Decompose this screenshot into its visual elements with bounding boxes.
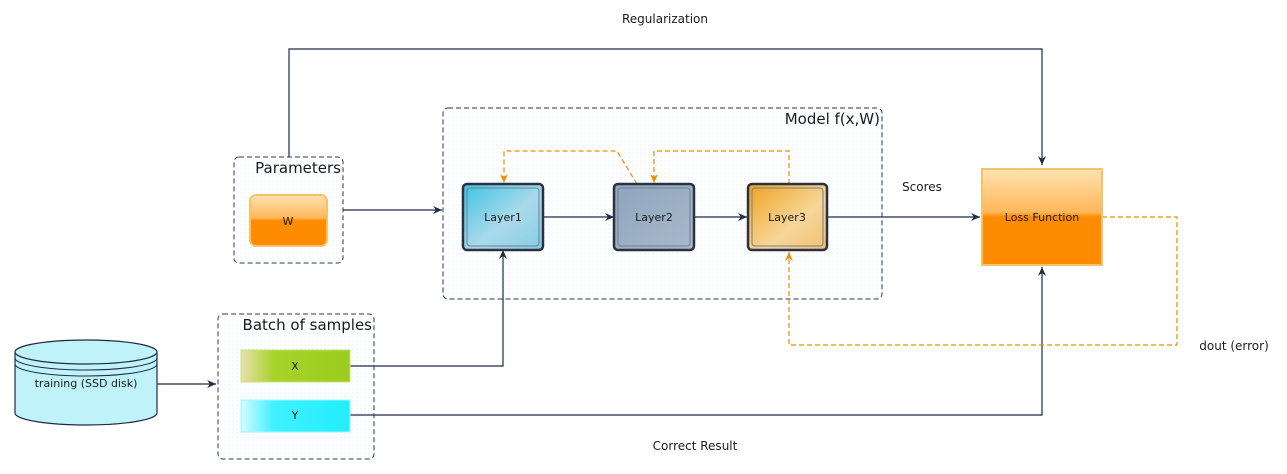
disk-label: training (SSD disk) bbox=[35, 377, 138, 390]
layer2-node[interactable]: Layer2 bbox=[612, 182, 696, 252]
layer1-label: Layer1 bbox=[484, 211, 522, 224]
layer2-label: Layer2 bbox=[635, 211, 673, 224]
x-label: X bbox=[291, 360, 299, 373]
loss-function-node[interactable]: Loss Function bbox=[981, 168, 1103, 266]
y-node[interactable]: Y bbox=[240, 399, 351, 433]
edge-y-loss bbox=[350, 267, 1046, 416]
scores-label: Scores bbox=[902, 180, 942, 194]
feedback-layer2-layer1 bbox=[500, 150, 638, 185]
model-title: Model f(x,W) bbox=[785, 110, 880, 128]
training-disk-node[interactable]: training (SSD disk) bbox=[14, 339, 158, 426]
parameters-title: Parameters bbox=[255, 159, 341, 177]
y-label: Y bbox=[291, 409, 299, 422]
loss-label: Loss Function bbox=[1005, 211, 1079, 224]
batch-group: Batch of samples bbox=[217, 313, 375, 460]
edge-x-layer1 bbox=[350, 250, 507, 367]
regularization-label: Regularization bbox=[622, 12, 708, 26]
layer1-node[interactable]: Layer1 bbox=[461, 182, 545, 252]
w-node[interactable]: W bbox=[249, 194, 328, 247]
correct-result-label: Correct Result bbox=[653, 439, 738, 453]
layer3-label: Layer3 bbox=[768, 211, 806, 224]
edge-regularization bbox=[288, 48, 1046, 165]
feedback-layer3-layer2 bbox=[650, 150, 790, 184]
feedback-loss-layer3 bbox=[785, 216, 1178, 346]
layer3-node[interactable]: Layer3 bbox=[746, 182, 829, 252]
w-label: W bbox=[283, 215, 294, 228]
x-node[interactable]: X bbox=[240, 349, 351, 383]
batch-title: Batch of samples bbox=[243, 316, 373, 334]
dout-label: dout (error) bbox=[1199, 339, 1269, 353]
